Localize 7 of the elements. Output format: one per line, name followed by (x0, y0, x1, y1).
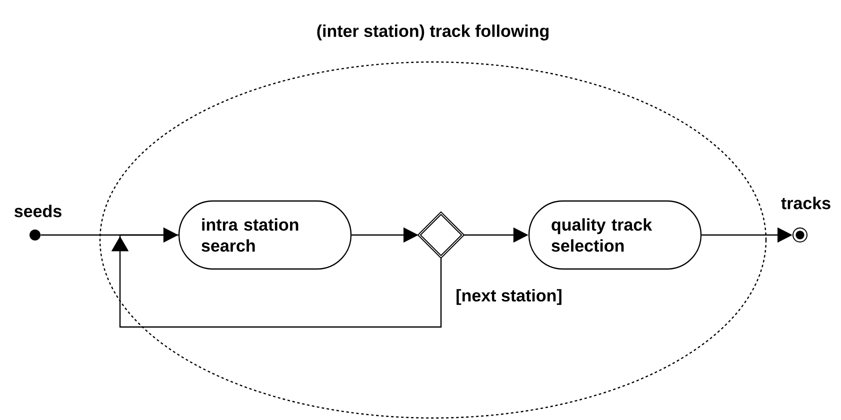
activity-box: quality track selection (528, 200, 702, 270)
node-label: tracks (781, 196, 830, 210)
region-title: (inter station) track following (317, 24, 549, 40)
node-label: seeds (14, 204, 62, 218)
edge-label: [next station] (454, 288, 564, 306)
activity-box: intra station search (178, 200, 352, 270)
arrow (111, 234, 442, 328)
